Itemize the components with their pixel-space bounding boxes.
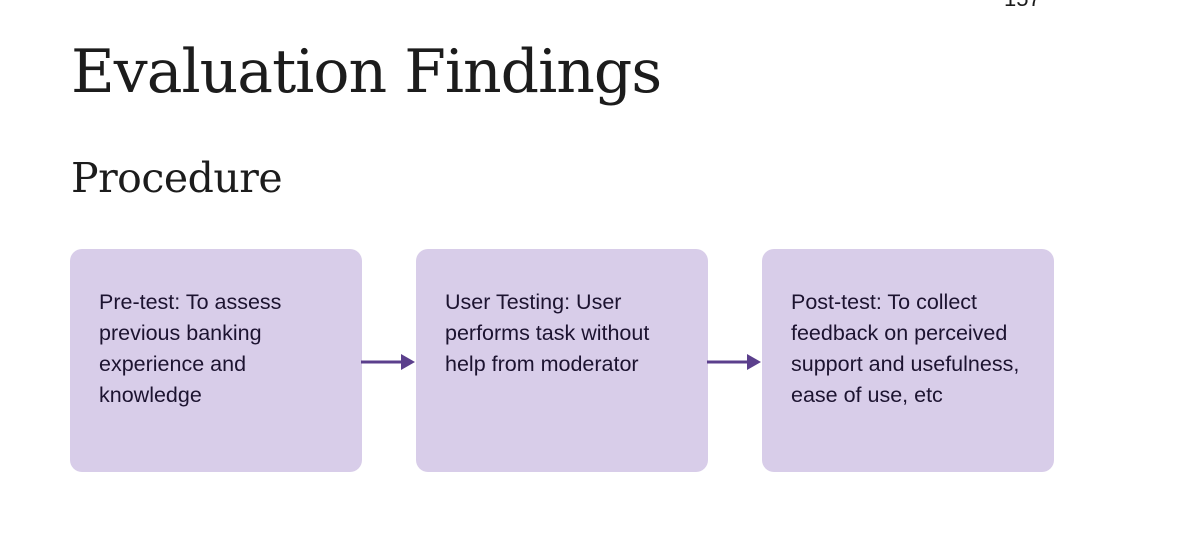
process-step-post-test: Post-test: To collect feedback on percei… xyxy=(762,249,1054,472)
process-step-text: Post-test: To collect feedback on percei… xyxy=(791,290,1020,407)
slide-title: Evaluation Findings xyxy=(71,37,662,107)
arrow-right-icon xyxy=(361,354,415,370)
process-step-text: Pre-test: To assess previous banking exp… xyxy=(99,290,282,407)
arrow-right-icon xyxy=(707,354,761,370)
page-number: 157 xyxy=(1004,0,1041,12)
process-step-text: User Testing: User performs task without… xyxy=(445,290,650,376)
process-step-user-testing: User Testing: User performs task without… xyxy=(416,249,708,472)
slide-subtitle: Procedure xyxy=(71,154,283,202)
connector-arrowhead xyxy=(401,354,415,370)
connector-arrowhead xyxy=(747,354,761,370)
process-step-pre-test: Pre-test: To assess previous banking exp… xyxy=(70,249,362,472)
